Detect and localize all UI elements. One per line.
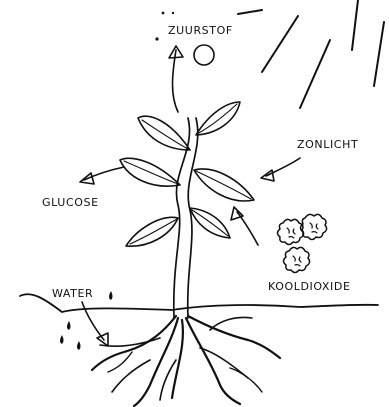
water-drop [60,335,64,344]
leaf [138,116,190,150]
root [188,316,280,358]
label-sunlight: ZONLICHT [297,138,358,151]
label-oxygen: ZUURSTOF [168,24,233,37]
arrow-head [97,333,108,346]
co2-shape [278,219,304,244]
label-glucose: GLUCOSE [42,196,99,209]
arrow-glucose [80,167,124,184]
arrow-shaft [173,50,179,112]
co2-detail [310,223,318,233]
label-water: WATER [52,287,93,300]
roots [92,316,280,406]
co2-shape [301,214,327,239]
co2-detail [293,256,301,266]
sun-ray [238,10,262,14]
sun-ray [374,22,384,86]
arrow-shaft [266,158,300,176]
co2-molecule [278,219,304,244]
root [134,318,178,406]
oxygen-bubble [194,45,214,65]
leaf-vein [196,171,251,199]
sun-ray [300,40,330,108]
root-branch [230,368,262,392]
sun-ray [262,16,298,72]
water-drop [67,321,71,330]
arrow-co2 [231,207,258,245]
oxygen-dot [155,37,158,40]
arrow-sunlight [261,158,300,181]
oxygen-dot [162,12,165,15]
water-drop [77,341,81,350]
co2-shape [284,247,310,272]
label-co2: KOOLDIOXIDE [268,280,351,293]
water-drop [109,291,113,300]
root-branch [210,318,252,331]
co2-molecule [301,214,327,239]
root [186,318,240,404]
co2-molecule [284,247,310,272]
sun-rays [238,0,384,108]
leaves [120,102,254,246]
root-branch [108,352,132,372]
sun-ray [352,0,358,50]
co2-detail [287,228,295,238]
root-branch [112,360,150,392]
oxygen-dot [172,12,174,14]
arrow-oxygen [169,46,183,112]
